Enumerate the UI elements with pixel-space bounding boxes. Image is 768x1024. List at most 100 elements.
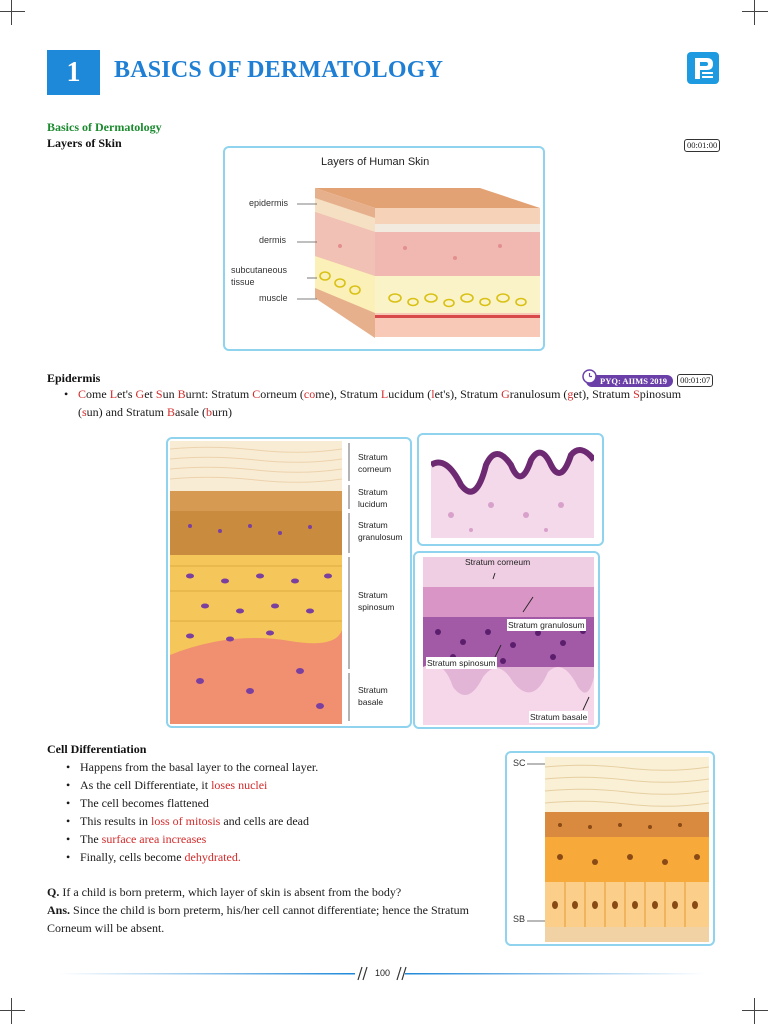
mnemonic-run: L: [380, 387, 389, 401]
list-item: Finally, cells become dehydrated.: [66, 848, 318, 866]
mnemonic-run: co: [303, 387, 316, 401]
video-timestamp-epidermis[interactable]: 00:01:07: [677, 373, 714, 387]
clock-icon: [582, 369, 597, 384]
mnemonic-line-2: (sun) and Stratum Basale (burn): [78, 405, 232, 420]
answer-label: Ans.: [47, 903, 71, 917]
mnemonic-run: l: [431, 387, 435, 401]
mnemonic-run: et's), Stratum: [434, 387, 502, 401]
skin-block-illustration: [297, 188, 540, 338]
label-sc: SC: [513, 758, 526, 768]
layer-label-granulosum-1: Stratum: [358, 520, 388, 530]
histo-label-basale: Stratum basale: [529, 711, 589, 723]
mnemonic-run: urnt: Stratum: [185, 387, 253, 401]
layer-label-corneum-1: Stratum: [358, 452, 388, 462]
figure-layers-of-skin: Layers of Human Skin: [223, 146, 545, 351]
epidermis-heading: Epidermis: [47, 371, 101, 385]
mnemonic-bullet: •: [64, 387, 69, 401]
histo-label-spinosum: Stratum spinosum: [426, 657, 497, 669]
question: Q. If a child is born preterm, which lay…: [47, 883, 401, 901]
histology-illustration-1: [431, 445, 594, 538]
label-dermis: dermis: [259, 235, 287, 245]
layer-label-basale-1: Stratum: [358, 685, 388, 695]
mnemonic-line-1: Come Let's Get Sun Burnt: Stratum Corneu…: [78, 387, 681, 402]
cell-diff-run: This results in: [80, 814, 151, 828]
histo-label-granulosum: Stratum granulosum: [507, 619, 586, 631]
cell-diff-run: The cell becomes flattened: [80, 796, 209, 810]
mnemonic-run: ome: [86, 387, 110, 401]
chapter-number: 1: [47, 50, 100, 95]
label-leaders: [527, 763, 545, 922]
cell-diff-run: dehydrated.: [184, 850, 241, 864]
label-muscle: muscle: [259, 293, 288, 303]
cell-diff-run: loses nuclei: [211, 778, 268, 792]
pyq-badge: PYQ: AIIMS 2019: [582, 369, 674, 389]
crop-mark-top-left: [0, 0, 25, 25]
cell-diff-run: As the cell Differentiate, it: [80, 778, 212, 792]
video-timestamp[interactable]: 00:01:00: [684, 139, 721, 152]
mnemonic-run: G: [501, 387, 510, 401]
histology-image-high-mag: Stratum corneum Stratum granulosum Strat…: [413, 551, 600, 729]
layer-brackets: [348, 443, 350, 721]
crop-mark-bottom-left: [0, 998, 25, 1024]
layer-label-corneum-2: corneum: [358, 464, 392, 474]
epidermal-layers-illustration: [170, 441, 342, 724]
mnemonic-run: S: [633, 387, 640, 401]
list-item: The cell becomes flattened: [66, 794, 318, 812]
answer: Ans. Since the child is born preterm, hi…: [47, 901, 469, 919]
label-epidermis: epidermis: [249, 198, 289, 208]
mnemonic-run: G: [135, 387, 145, 401]
footer-rule: [60, 966, 705, 981]
mnemonic-run: ucidum (: [388, 387, 432, 401]
mnemonic-run: L: [109, 387, 118, 401]
mnemonic-run: C: [252, 387, 261, 401]
mnemonic-run: et), Stratum: [573, 387, 634, 401]
histology-illustration-2: [423, 557, 594, 725]
list-item: As the cell Differentiate, it loses nucl…: [66, 776, 318, 794]
question-label: Q.: [47, 885, 60, 899]
mnemonic-run: s: [82, 405, 87, 419]
page-number: 100: [375, 968, 391, 978]
chapter-title: BASICS OF DERMATOLOGY: [114, 57, 444, 83]
cell-diff-run: The: [80, 832, 102, 846]
cell-diff-run: Finally, cells become: [80, 850, 185, 864]
crop-mark-bottom-right: [742, 998, 768, 1024]
mnemonic-run: et's: [117, 387, 136, 401]
list-item: This results in loss of mitosis and cell…: [66, 812, 318, 830]
mnemonic-run: asale (: [175, 405, 206, 419]
figure-epidermal-layers: Stratum corneum Stratum lucidum Stratum …: [166, 437, 412, 728]
mnemonic-run: et: [144, 387, 156, 401]
layer-label-lucidum-1: Stratum: [358, 487, 388, 497]
figure-title: Layers of Human Skin: [321, 156, 430, 168]
answer-text-2: Corneum will be absent.: [47, 921, 165, 935]
mnemonic-run: pinosum: [639, 387, 682, 401]
mnemonic-run: C: [78, 387, 87, 401]
label-subcutaneous: subcutaneous: [231, 265, 288, 275]
list-item: Happens from the basal layer to the corn…: [66, 758, 318, 776]
answer-text-1: Since the child is born preterm, his/her…: [70, 903, 469, 917]
layer-label-granulosum-2: granulosum: [358, 532, 403, 542]
mnemonic-run: (: [78, 405, 82, 419]
cell-diff-run: loss of mitosis: [151, 814, 221, 828]
section-topic: Basics of Dermatology: [47, 120, 162, 134]
cell-diff-run: Happens from the basal layer to the corn…: [80, 760, 319, 774]
crop-mark-top-right: [742, 0, 768, 25]
mnemonic-run: un) and Stratum: [86, 405, 167, 419]
figure-cell-differentiation: SC SB: [505, 751, 715, 946]
mnemonic-run: urn): [212, 405, 232, 419]
layer-label-spinosum-1: Stratum: [358, 590, 388, 600]
cell-diff-list: Happens from the basal layer to the corn…: [66, 758, 318, 866]
mnemonic-run: un: [162, 387, 178, 401]
label-sb: SB: [513, 914, 526, 924]
label-tissue: tissue: [231, 277, 255, 287]
section-subtopic: Layers of Skin: [47, 136, 122, 150]
list-item: The surface area increases: [66, 830, 318, 848]
mnemonic-run: b: [206, 405, 212, 419]
cell-differentiation-illustration: [545, 757, 709, 942]
layer-label-lucidum-2: lucidum: [358, 499, 388, 509]
question-text: If a child is born preterm, which layer …: [59, 885, 402, 899]
mnemonic-run: S: [155, 387, 163, 401]
mnemonic-run: me), Stratum: [315, 387, 381, 401]
pyq-label: PYQ: AIIMS 2019: [586, 375, 674, 387]
histo-label-corneum: Stratum corneum: [465, 557, 531, 567]
pyq-row: PYQ: AIIMS 2019 00:01:07: [582, 369, 714, 389]
